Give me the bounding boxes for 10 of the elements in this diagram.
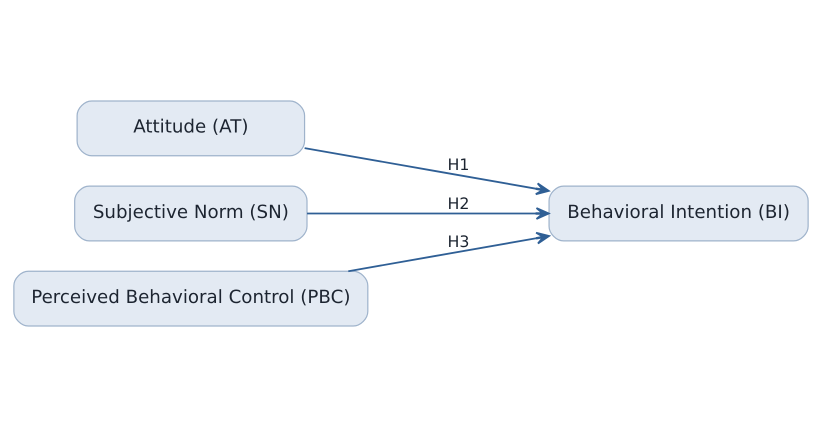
- arrow: [348, 232, 550, 272]
- node-box: Behavioral Intention (BI): [548, 186, 808, 242]
- edge-label: H1: [446, 155, 469, 174]
- edge-label: H2: [446, 194, 469, 214]
- node-box: Attitude (AT): [76, 100, 305, 156]
- arrow: [306, 207, 550, 220]
- node-box: Perceived Behavioral Control (PBC): [12, 270, 368, 327]
- edge-label: H3: [446, 232, 469, 251]
- arrow: [304, 147, 550, 196]
- node-box: Subjective Norm (SN): [74, 186, 308, 242]
